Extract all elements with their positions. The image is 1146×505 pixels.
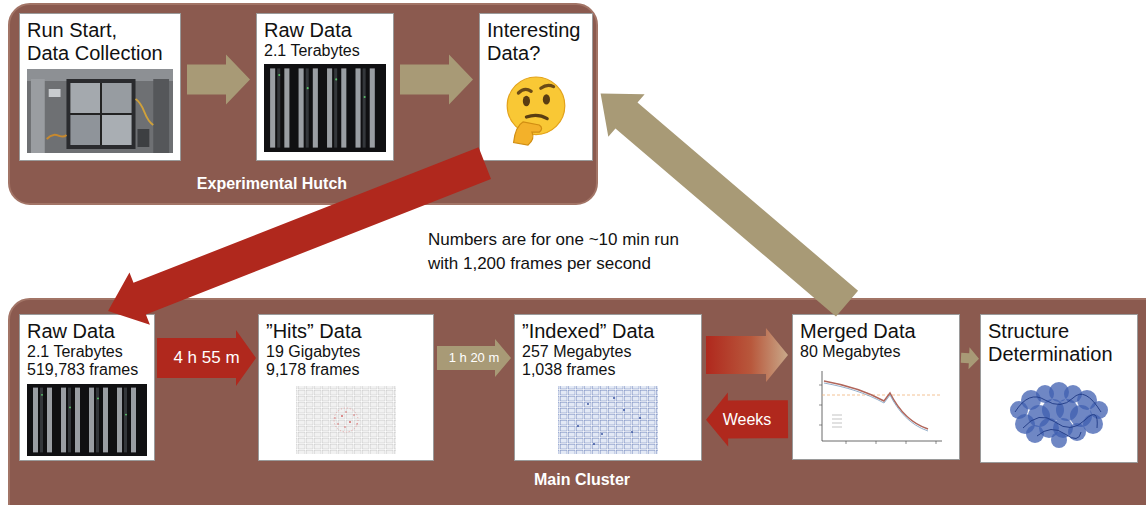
note-wrap: Numbers are for one ~10 min run with 1,2… xyxy=(428,228,693,276)
box-heading: Merged Data xyxy=(800,320,952,343)
box-detail: 9,178 frames xyxy=(266,361,426,379)
note-text: Numbers are for one ~10 min run with 1,2… xyxy=(428,228,693,276)
region-panel: Raw Data2.1 Terabytes519,783 frames ”Hit… xyxy=(8,298,1146,505)
block-arrow xyxy=(437,339,511,377)
edge-label-wrap: Weeks xyxy=(723,411,772,429)
panel-label-wrap: Experimental Hutch xyxy=(197,174,347,193)
box-text-wrap: Interesting Data? xyxy=(480,14,592,65)
detector-photo xyxy=(27,69,173,153)
region-panel: Run Start, Data Collection Raw Data2.1 T… xyxy=(8,3,598,205)
box-detail: 2.1 Terabytes xyxy=(27,343,147,361)
block-arrow xyxy=(157,330,256,386)
box-heading: ”Hits” Data xyxy=(266,320,426,343)
box-heading: Run Start, Data Collection xyxy=(27,19,164,65)
block-arrow xyxy=(961,347,979,369)
block-arrow xyxy=(706,328,788,382)
edge-label-wrap: 1 h 20 m xyxy=(449,351,500,365)
block-arrow xyxy=(601,93,858,316)
data-box: ”Hits” Data19 Gigabytes9,178 frames xyxy=(258,314,434,461)
region-label: Main Cluster xyxy=(534,470,630,489)
block-arrow xyxy=(706,393,788,447)
process-box: Run Start, Data Collection xyxy=(19,13,181,161)
box-text-wrap: Structure Determination xyxy=(981,315,1137,366)
edge-label-wrap: 4 h 55 m xyxy=(173,349,239,368)
box-text-wrap: Raw Data2.1 Terabytes519,783 frames xyxy=(20,315,154,380)
server-rack-photo xyxy=(27,384,147,456)
statistics-chart xyxy=(800,365,952,453)
data-box: Raw Data2.1 Terabytes519,783 frames xyxy=(19,314,155,461)
box-detail: 19 Gigabytes xyxy=(266,343,426,361)
diffraction-image xyxy=(266,384,426,456)
box-heading: ”Indexed” Data xyxy=(522,320,694,343)
box-detail: 519,783 frames xyxy=(27,361,147,379)
duration-label: Weeks xyxy=(723,411,772,429)
box-detail: 257 Megabytes xyxy=(522,343,694,361)
server-rack-photo xyxy=(264,64,386,152)
process-box: Structure Determination xyxy=(980,314,1138,463)
box-heading: Structure Determination xyxy=(988,320,1130,366)
duration-label: 4 h 55 m xyxy=(173,349,239,368)
data-box: Raw Data2.1 Terabytes xyxy=(256,13,394,161)
box-text-wrap: Run Start, Data Collection xyxy=(20,14,180,65)
protein-structure-image xyxy=(988,370,1130,458)
box-detail: 80 Megabytes xyxy=(800,343,952,361)
box-detail: 1,038 frames xyxy=(522,361,694,379)
box-text-wrap: Raw Data2.1 Terabytes xyxy=(257,14,393,60)
data-box: ”Indexed” Data257 Megabytes1,038 frames xyxy=(514,314,702,461)
box-detail: 2.1 Terabytes xyxy=(264,42,386,60)
block-arrow xyxy=(400,55,473,105)
panel-label-wrap: Main Cluster xyxy=(534,470,630,489)
box-heading: Interesting Data? xyxy=(487,19,585,65)
indexed-image xyxy=(522,384,694,456)
box-heading: Raw Data xyxy=(27,320,147,343)
block-arrow xyxy=(187,55,250,105)
box-heading: Raw Data xyxy=(264,19,386,42)
data-box: Merged Data80 Megabytes xyxy=(792,314,960,460)
duration-label: 1 h 20 m xyxy=(449,351,500,365)
box-text-wrap: Merged Data80 Megabytes xyxy=(793,315,959,361)
thinking-face-icon xyxy=(487,69,585,149)
region-label: Experimental Hutch xyxy=(197,174,347,193)
box-text-wrap: ”Hits” Data19 Gigabytes9,178 frames xyxy=(259,315,433,380)
decision-box: Interesting Data? xyxy=(479,13,593,161)
box-text-wrap: ”Indexed” Data257 Megabytes1,038 frames xyxy=(515,315,701,380)
